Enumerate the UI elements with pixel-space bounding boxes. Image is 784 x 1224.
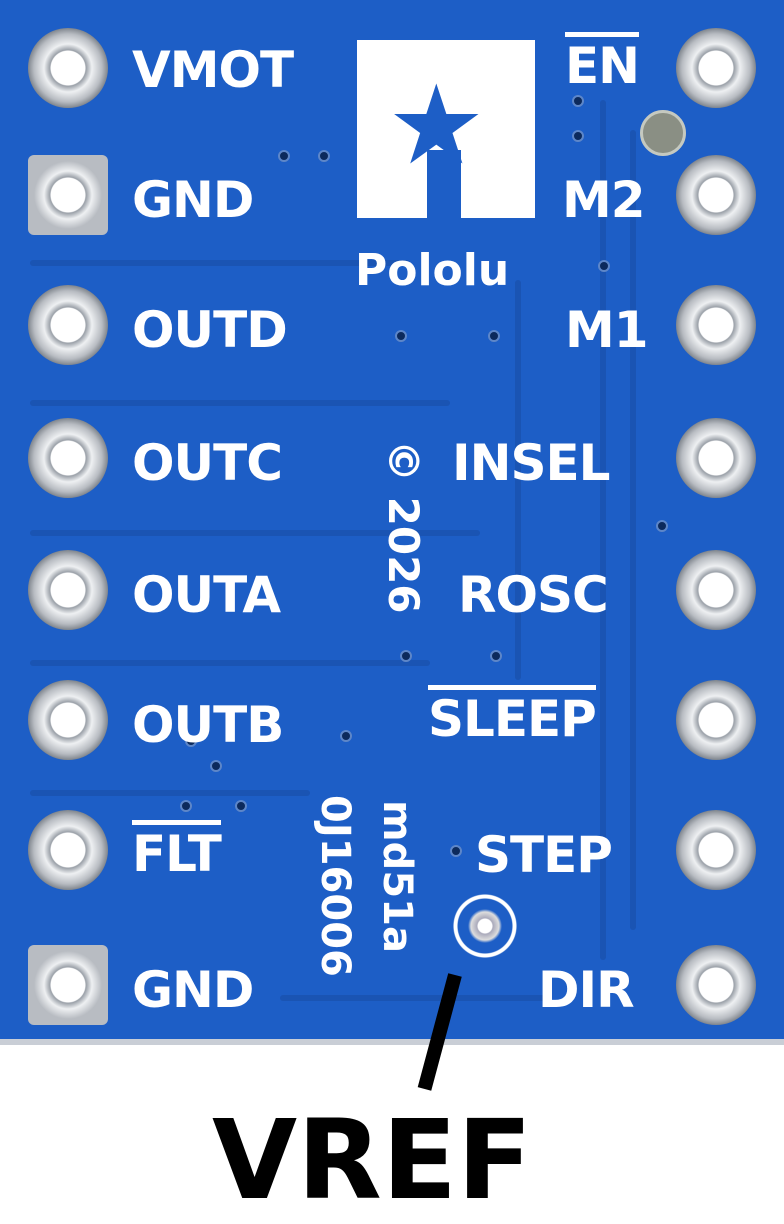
pin-sleep xyxy=(676,680,756,760)
label-gnd-bottom: GND xyxy=(132,961,254,1019)
label-gnd-top: GND xyxy=(132,171,254,229)
label-flt: FLT xyxy=(132,820,222,879)
pin-gnd-top xyxy=(28,155,108,235)
pin-vmot xyxy=(28,28,108,108)
label-dir: DIR xyxy=(538,961,635,1019)
label-rosc: ROSC xyxy=(458,566,609,624)
pin-m1 xyxy=(676,285,756,365)
board-code-md: md51a xyxy=(374,800,420,953)
pcb-board: ★ Pololu © 2026 md51a 0J16006 VMOT GND O… xyxy=(0,0,784,1045)
label-outa: OUTA xyxy=(132,566,281,624)
logo-text: Pololu xyxy=(355,245,510,296)
copyright-text: © 2026 xyxy=(379,440,428,614)
label-outd: OUTD xyxy=(132,301,288,359)
label-step: STEP xyxy=(475,826,613,884)
pin-rosc xyxy=(676,550,756,630)
vref-callout-label: VREF xyxy=(212,1096,533,1224)
pin-insel xyxy=(676,418,756,498)
pin-outd xyxy=(28,285,108,365)
label-m2: M2 xyxy=(562,171,646,229)
pin-flt xyxy=(28,810,108,890)
board-code-serial: 0J16006 xyxy=(312,795,358,977)
pin-outa xyxy=(28,550,108,630)
label-sleep: SLEEP xyxy=(428,685,597,744)
label-en: EN xyxy=(565,32,640,91)
vref-test-point xyxy=(452,893,518,959)
pin-gnd-bottom xyxy=(28,945,108,1025)
pin-outc xyxy=(28,418,108,498)
label-vmot: VMOT xyxy=(132,41,294,99)
label-insel: INSEL xyxy=(452,434,610,492)
pin-en xyxy=(676,28,756,108)
pin-outb xyxy=(28,680,108,760)
label-outc: OUTC xyxy=(132,434,283,492)
pololu-logo: ★ xyxy=(357,40,535,220)
pin-step xyxy=(676,810,756,890)
pin-m2 xyxy=(676,155,756,235)
pin-dir xyxy=(676,945,756,1025)
label-outb: OUTB xyxy=(132,696,284,754)
label-m1: M1 xyxy=(565,301,649,359)
